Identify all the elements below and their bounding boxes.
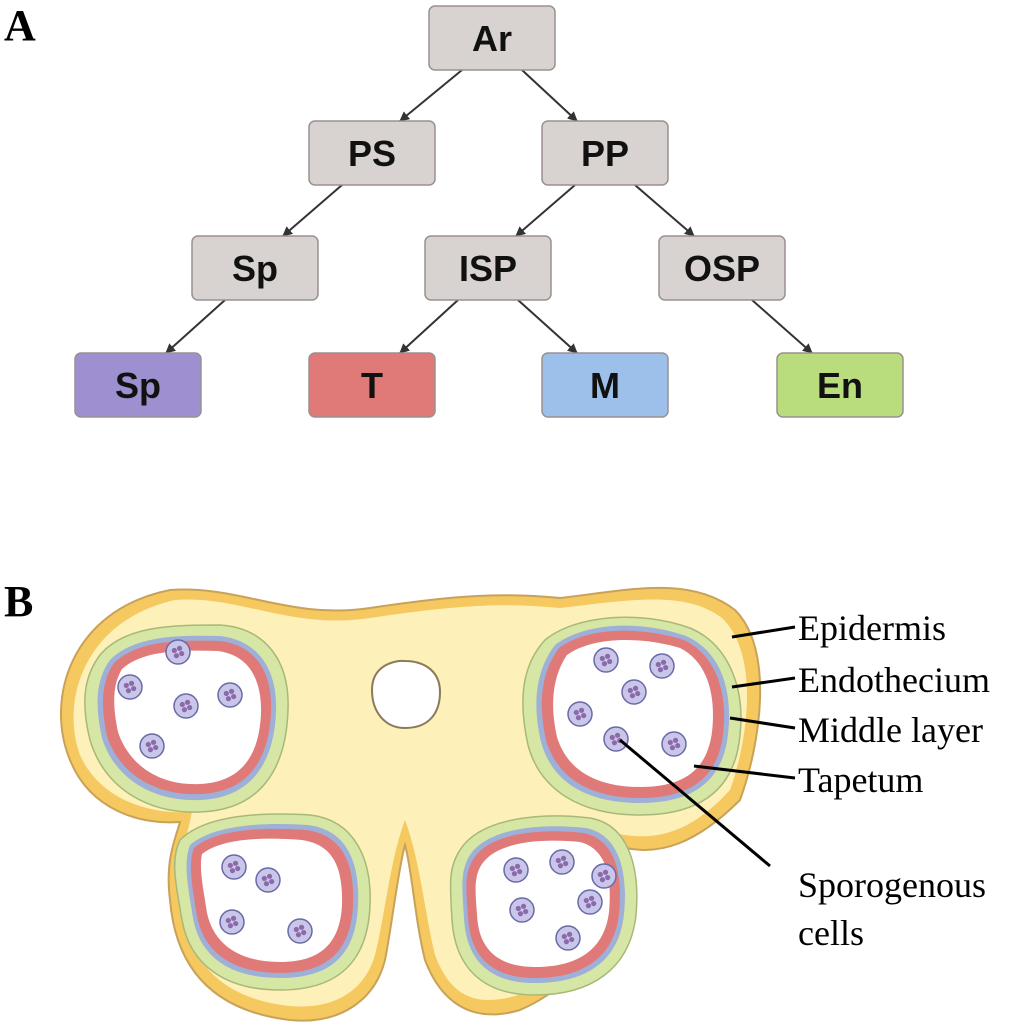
node-box-t — [308, 352, 436, 418]
node-label-ar: Ar — [472, 18, 512, 59]
node-en: En — [776, 352, 904, 418]
sporogenous-cell — [255, 867, 281, 893]
node-label-t: T — [361, 365, 383, 406]
sporogenous-cell — [509, 897, 535, 923]
arrow-sp1-to-sp2 — [165, 299, 226, 354]
locule-top-right — [522, 616, 742, 816]
leader-line-epidermis — [731, 625, 796, 639]
sporogenous-cell — [567, 701, 593, 727]
node-label-en: En — [817, 365, 863, 406]
anther-cross-section — [59, 586, 762, 1022]
node-box-sp1 — [191, 235, 319, 301]
node-box-isp — [424, 235, 552, 301]
node-box-osp — [658, 235, 786, 301]
locule-bottom-left — [173, 813, 371, 991]
label-endothecium: Endothecium — [798, 660, 990, 700]
node-ps: PS — [308, 120, 436, 186]
lineage-arrows — [165, 69, 813, 354]
node-box-ps — [308, 120, 436, 186]
sporogenous-cell — [287, 918, 313, 944]
sporogenous-cell — [603, 726, 629, 752]
node-box-m — [541, 352, 669, 418]
label-sporogenous-line1: Sporogenous — [798, 865, 986, 905]
node-box-en — [776, 352, 904, 418]
arrow-pp-to-osp — [634, 184, 695, 237]
locule-bottom-right — [449, 815, 638, 996]
node-label-m: M — [590, 365, 620, 406]
node-ar: Ar — [428, 5, 556, 71]
sporogenous-cell-group — [117, 639, 687, 951]
leader-line-endothecium — [731, 676, 796, 689]
node-isp: ISP — [424, 235, 552, 301]
node-box-sp2 — [74, 352, 202, 418]
label-epidermis: Epidermis — [798, 608, 946, 648]
arrow-osp-to-en — [751, 299, 813, 354]
sporogenous-cell — [503, 857, 529, 883]
label-middle-layer: Middle layer — [798, 710, 983, 750]
panel-b-letter: B — [4, 577, 33, 626]
node-box-pp — [541, 120, 669, 186]
node-label-sp1: Sp — [232, 248, 278, 289]
arrow-ar-to-ps — [399, 69, 463, 122]
leader-line-middle-layer — [729, 716, 796, 730]
sporogenous-cell — [549, 849, 575, 875]
sporogenous-cell — [577, 889, 603, 915]
node-label-ps: PS — [348, 133, 396, 174]
arrow-ps-to-sp1 — [282, 184, 343, 237]
node-label-osp: OSP — [684, 248, 760, 289]
node-pp: PP — [541, 120, 669, 186]
node-box-ar — [428, 5, 556, 71]
arrow-pp-to-isp — [515, 184, 576, 237]
sporogenous-cell — [621, 679, 647, 705]
label-tapetum: Tapetum — [798, 760, 923, 800]
node-label-sp2: Sp — [115, 365, 161, 406]
leader-lines — [619, 625, 796, 868]
vascular-bundle — [370, 659, 442, 730]
label-sporogenous-line2: cells — [798, 913, 864, 953]
leader-line-tapetum — [693, 764, 796, 780]
sporogenous-cell — [661, 731, 687, 757]
arrow-ar-to-pp — [521, 69, 578, 122]
node-osp: OSP — [658, 235, 786, 301]
leader-line-sporogenous — [619, 738, 771, 868]
sporogenous-cell — [593, 647, 619, 673]
node-m: M — [541, 352, 669, 418]
sporogenous-cell — [219, 909, 245, 935]
sporogenous-cell — [117, 674, 143, 700]
sporogenous-cell — [165, 639, 191, 665]
sporogenous-cell — [139, 733, 165, 759]
arrow-isp-to-t — [399, 299, 459, 354]
node-t: T — [308, 352, 436, 418]
sporogenous-cell — [221, 854, 247, 880]
sporogenous-cell — [649, 653, 675, 679]
panel-a-letter: A — [4, 1, 36, 50]
arrow-isp-to-m — [517, 299, 578, 354]
sporogenous-cell — [217, 682, 243, 708]
node-sp1: Sp — [191, 235, 319, 301]
sporogenous-cell — [591, 863, 617, 889]
node-sp2: Sp — [74, 352, 202, 418]
node-label-isp: ISP — [459, 248, 517, 289]
sporogenous-cell — [173, 693, 199, 719]
node-label-pp: PP — [581, 133, 629, 174]
sporogenous-cell — [555, 925, 581, 951]
